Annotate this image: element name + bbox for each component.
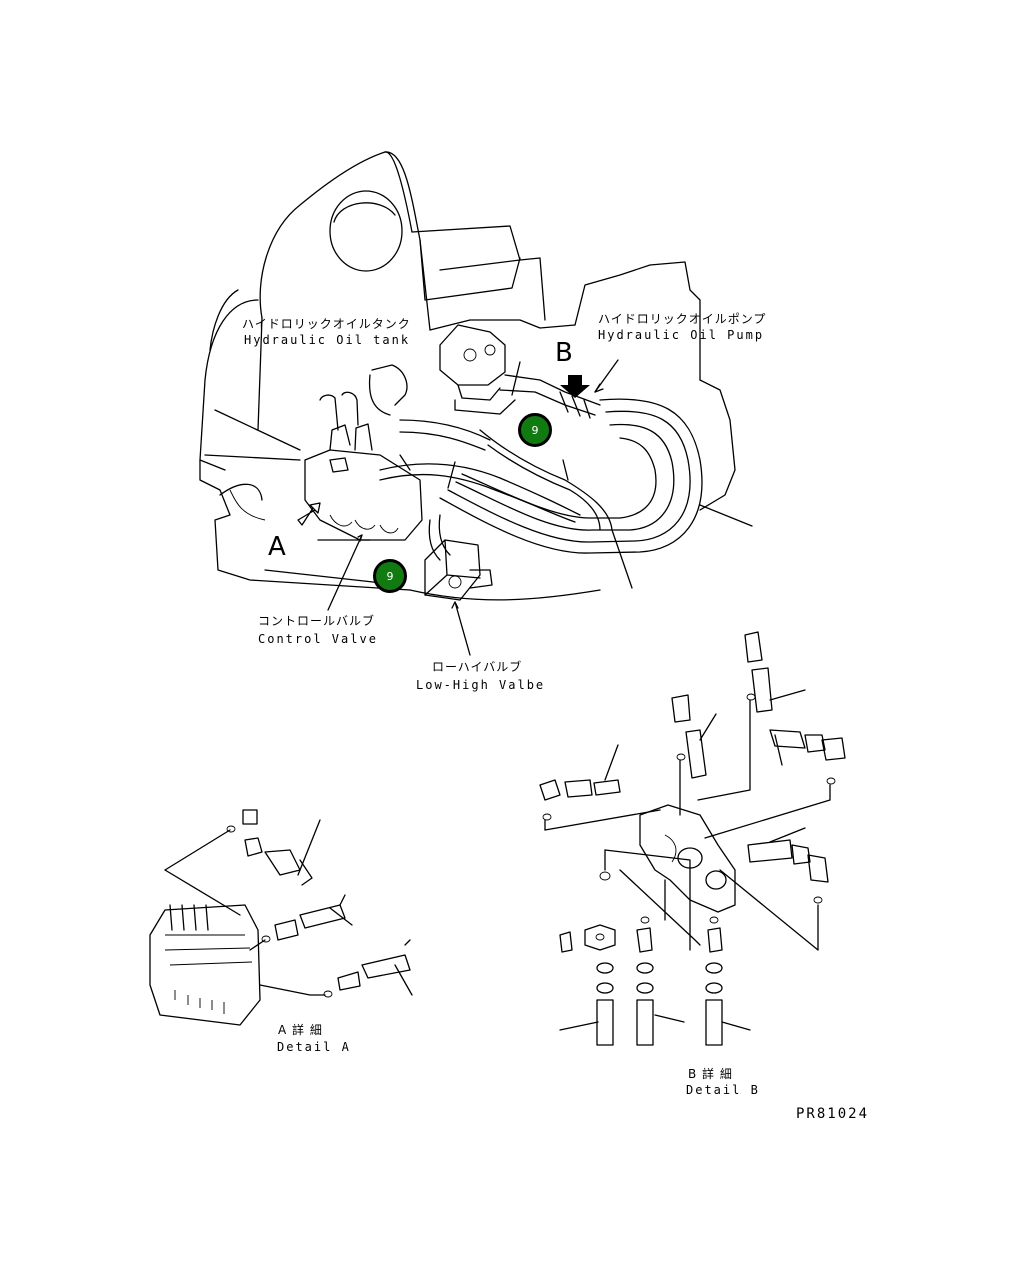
pump-assembly: [439, 324, 601, 419]
callout-9-valve-hose[interactable]: 9: [373, 559, 407, 593]
detail-a-drawing: [149, 809, 413, 1026]
low-high-valve-label-jp: ローハイバルブ: [432, 660, 523, 674]
hose-lines: [368, 364, 703, 561]
oil-pump-label-jp: ハイドロリックオイルポンプ: [598, 312, 767, 326]
detail-a-label-en: Detail A: [277, 1040, 351, 1054]
low-high-valve-drawing: [424, 539, 493, 601]
oil-pump-label-en: Hydraulic Oil Pump: [598, 328, 765, 342]
detail-b-label-en: Detail B: [686, 1083, 760, 1097]
control-valve-label-en: Control Valve: [258, 632, 378, 646]
drawing-code: PR81024: [796, 1106, 870, 1122]
view-arrows: [297, 359, 619, 526]
low-high-valve-label-en: Low-High Valbe: [416, 678, 546, 692]
detail-a-label-jp: A 詳 細: [278, 1023, 323, 1037]
machine-body-outline: [199, 151, 736, 601]
detail-b-label-jp: B 詳 細: [688, 1067, 733, 1081]
control-valve-label-jp: コントロールバルブ: [258, 614, 376, 628]
oil-tank-label-en: Hydraulic Oil tank: [244, 333, 411, 347]
view-a-marker: A: [268, 532, 286, 562]
detail-b-drawing: [539, 631, 846, 1046]
callout-9-pump-hose[interactable]: 9: [518, 413, 552, 447]
oil-tank-label-jp: ハイドロリックオイルタンク: [242, 317, 411, 331]
view-b-marker: B: [555, 338, 573, 368]
control-valve-drawing: [304, 391, 423, 541]
